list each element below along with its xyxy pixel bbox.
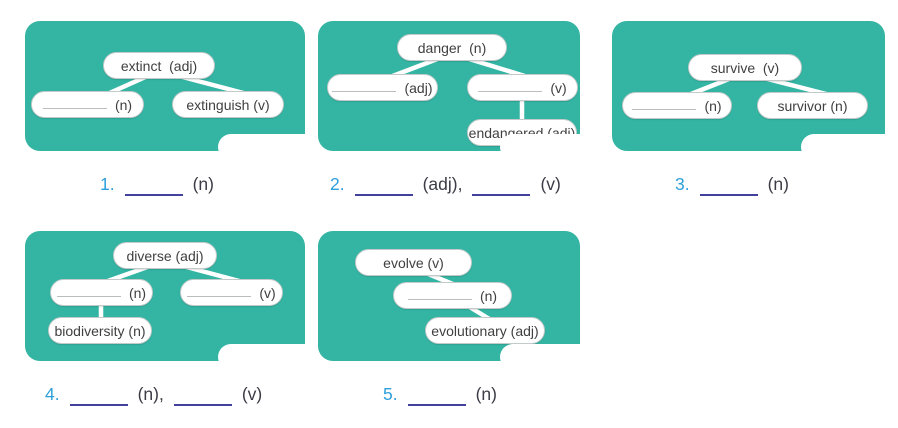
blank-node-noun[interactable]: (n): [393, 282, 512, 309]
word-node-label: diverse (adj): [126, 247, 204, 264]
pos-label: (n): [114, 96, 133, 113]
answer-blank[interactable]: [699, 194, 758, 196]
blank-underline[interactable]: [42, 108, 107, 109]
word-family-card-survive: survive (v) (n) survivor (n): [612, 21, 898, 160]
blank-underline[interactable]: [187, 296, 252, 297]
word-node-label: extinguish (v): [186, 96, 270, 113]
word-family-card-diverse: diverse (adj) (n) (v) biodiversity (n): [25, 231, 319, 370]
answer-pos: (v): [241, 384, 263, 404]
card-corner-notch: [218, 134, 319, 160]
answer-number: 1.: [100, 174, 115, 194]
answer-blank[interactable]: [124, 194, 183, 196]
word-node-label: extinct (adj): [120, 57, 198, 74]
answer-pos: (v): [540, 174, 561, 194]
word-family-card-danger: danger (n) (adj) (v) endangered (adj): [318, 21, 594, 160]
word-node-evolve: evolve (v): [355, 249, 472, 276]
pos-label: (v): [550, 79, 567, 96]
answer-line-5: 5. (n): [383, 384, 497, 410]
word-node-label: evolve (v): [383, 254, 444, 271]
answer-line-2: 2. (adj), (v): [330, 174, 561, 200]
pos-label: (v): [259, 284, 276, 301]
answer-line-4: 4. (n), (v): [45, 384, 262, 410]
answer-pos: (n),: [137, 384, 164, 404]
answer-pos: (n): [767, 174, 789, 194]
answer-line-3: 3. (n): [675, 174, 789, 200]
answer-blank[interactable]: [173, 404, 232, 406]
word-family-card-extinct: extinct (adj) (n) extinguish (v): [25, 21, 319, 160]
answer-blank[interactable]: [354, 194, 413, 196]
answer-blank[interactable]: [472, 194, 531, 196]
word-node-survivor: survivor (n): [757, 92, 868, 119]
answer-pos: (n): [475, 384, 497, 404]
answer-number: 2.: [330, 174, 345, 194]
card-corner-notch: [218, 344, 319, 370]
blank-node-noun[interactable]: (n): [622, 92, 732, 119]
word-node-evolutionary: evolutionary (adj): [425, 317, 545, 344]
answer-number: 4.: [45, 384, 60, 404]
word-node-diverse: diverse (adj): [113, 242, 217, 269]
answer-number: 5.: [383, 384, 398, 404]
word-node-extinct: extinct (adj): [103, 52, 215, 79]
pos-label: (n): [704, 97, 722, 114]
connector-lines: [683, 74, 837, 99]
card-corner-notch: [499, 134, 594, 160]
answer-line-1: 1. (n): [100, 174, 214, 200]
word-node-danger: danger (n): [397, 34, 507, 61]
blank-underline[interactable]: [332, 91, 397, 92]
pos-label: (n): [128, 284, 147, 301]
word-node-biodiversity: biodiversity (n): [48, 317, 152, 344]
word-node-label: biodiversity (n): [54, 322, 146, 339]
blank-node-adjective[interactable]: (adj): [327, 74, 438, 101]
answer-pos: (n): [192, 174, 214, 194]
word-node-label: evolutionary (adj): [431, 322, 539, 339]
word-node-extinguish: extinguish (v): [172, 91, 284, 118]
blank-underline[interactable]: [478, 91, 543, 92]
answer-blank[interactable]: [69, 404, 128, 406]
blank-underline[interactable]: [407, 299, 472, 300]
answer-pos: (adj),: [422, 174, 463, 194]
word-family-card-evolve: evolve (v) (n) evolutionary (adj): [318, 231, 594, 370]
connector-lines: [102, 72, 254, 98]
answer-number: 3.: [675, 174, 690, 194]
word-node-survive: survive (v): [688, 54, 802, 81]
blank-node-verb[interactable]: (v): [180, 279, 283, 306]
connector-lines: [387, 55, 531, 126]
blank-underline[interactable]: [56, 296, 121, 297]
answer-blank[interactable]: [407, 404, 466, 406]
pos-label: (n): [479, 287, 498, 304]
word-node-label: survive (v): [710, 59, 780, 76]
card-corner-notch: [499, 344, 594, 370]
word-node-label: survivor (n): [777, 97, 848, 114]
blank-node-verb[interactable]: (v): [467, 74, 578, 101]
pos-label: (adj): [404, 79, 433, 96]
blank-node-noun[interactable]: (n): [31, 91, 144, 118]
card-corner-notch: [800, 134, 898, 160]
blank-node-noun[interactable]: (n): [50, 279, 153, 306]
blank-underline[interactable]: [632, 109, 697, 110]
word-node-label: danger (n): [417, 39, 487, 56]
